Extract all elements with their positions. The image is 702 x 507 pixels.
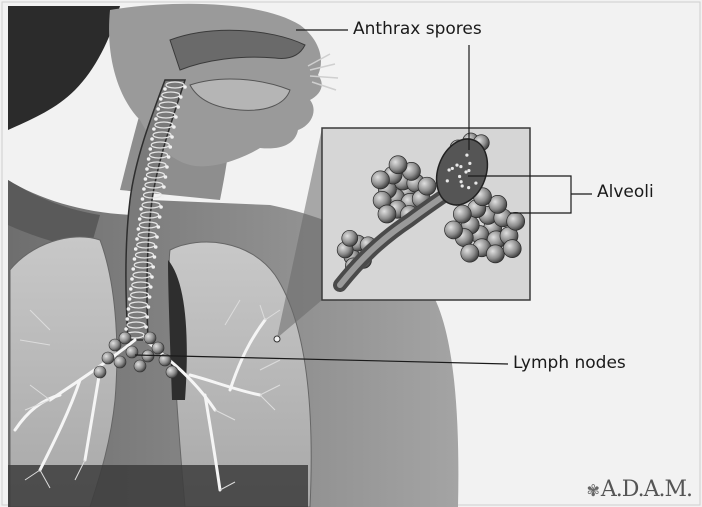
spore-dot bbox=[144, 177, 148, 181]
lymph-node bbox=[94, 366, 106, 378]
spore-dot bbox=[154, 245, 158, 249]
spore-dot bbox=[155, 235, 159, 239]
alveolus bbox=[503, 240, 521, 258]
spore-dot bbox=[145, 167, 149, 171]
spore-dot bbox=[467, 169, 470, 172]
spore-dot bbox=[147, 305, 151, 309]
spore-dot bbox=[134, 247, 138, 251]
spore-dot bbox=[168, 145, 172, 149]
spore-dot bbox=[154, 117, 158, 121]
alveolus bbox=[371, 171, 389, 189]
spore-dot bbox=[170, 135, 174, 139]
spore-dot bbox=[172, 125, 176, 129]
spore-dot bbox=[130, 277, 134, 281]
spore-dot bbox=[148, 147, 152, 151]
spore-dot bbox=[183, 85, 187, 89]
spore-dot bbox=[458, 175, 461, 178]
lymph-node bbox=[102, 352, 114, 364]
lymph-node bbox=[114, 356, 126, 368]
anthrax-spores-label: Anthrax spores bbox=[353, 21, 482, 38]
logo-text: A.D.A.M. bbox=[601, 477, 692, 502]
spore-dot bbox=[165, 165, 169, 169]
alveoli-label: Alveoli bbox=[597, 184, 654, 201]
spore-dot bbox=[179, 95, 183, 99]
spore-dot bbox=[459, 180, 462, 183]
spore-dot bbox=[149, 285, 153, 289]
adam-logo: ✾A.D.A.M. bbox=[586, 479, 692, 501]
alveolus bbox=[389, 156, 407, 174]
spore-dot bbox=[150, 137, 154, 141]
lymph-node bbox=[126, 346, 138, 358]
alveolus bbox=[461, 244, 479, 262]
lymph-node bbox=[166, 366, 178, 378]
spore-dot bbox=[174, 115, 178, 119]
spore-dot bbox=[161, 195, 165, 199]
spore-dot bbox=[151, 265, 155, 269]
spore-dot bbox=[128, 297, 132, 301]
spore-dot bbox=[162, 185, 166, 189]
spore-dot bbox=[147, 157, 151, 161]
lymph-node bbox=[134, 360, 146, 372]
lymph-node bbox=[152, 342, 164, 354]
spore-dot bbox=[156, 107, 160, 111]
lymph-node bbox=[144, 332, 156, 344]
spore-dot bbox=[141, 197, 145, 201]
spore-dot bbox=[468, 162, 471, 165]
spore-dot bbox=[464, 170, 467, 173]
spore-dot bbox=[461, 184, 464, 187]
spore-dot bbox=[124, 327, 128, 331]
alveolus bbox=[342, 230, 358, 246]
spore-dot bbox=[159, 97, 163, 101]
alveolus bbox=[418, 177, 436, 195]
spore-dot bbox=[465, 154, 468, 157]
spore-dot bbox=[459, 165, 462, 168]
spore-dot bbox=[167, 155, 171, 159]
spore-dot bbox=[129, 287, 133, 291]
spore-dot bbox=[164, 175, 168, 179]
lymph-nodes-label: Lymph nodes bbox=[513, 355, 626, 372]
alveolus bbox=[378, 205, 396, 223]
flower-icon: ✾ bbox=[586, 481, 598, 500]
lymph-node bbox=[109, 339, 121, 351]
spore-dot bbox=[139, 207, 143, 211]
spore-dot bbox=[467, 186, 470, 189]
spore-dot bbox=[138, 217, 142, 221]
spore-dot bbox=[131, 267, 135, 271]
spore-dot bbox=[159, 205, 163, 209]
spore-dot bbox=[152, 127, 156, 131]
spore-dot bbox=[153, 255, 157, 259]
spore-dot bbox=[474, 181, 477, 184]
spore-dot bbox=[125, 317, 129, 321]
spore-dot bbox=[144, 325, 148, 329]
spore-dot bbox=[157, 225, 161, 229]
alveolus bbox=[507, 212, 525, 230]
spore-dot bbox=[137, 227, 141, 231]
spore-dot bbox=[133, 257, 137, 261]
spore-dot bbox=[135, 237, 139, 241]
alveolus bbox=[453, 205, 471, 223]
spore-dot bbox=[451, 167, 454, 170]
spore-dot bbox=[145, 315, 149, 319]
inset-pointer-dot bbox=[274, 336, 280, 342]
spore-dot bbox=[158, 215, 162, 219]
spore-dot bbox=[446, 179, 449, 182]
spore-dot bbox=[176, 105, 180, 109]
spore-dot bbox=[142, 187, 146, 191]
spore-dot bbox=[150, 275, 154, 279]
spore-dot bbox=[127, 307, 131, 311]
alveolus bbox=[445, 221, 463, 239]
spore-dot bbox=[455, 164, 458, 167]
alveolus bbox=[486, 245, 504, 263]
lymph-node bbox=[119, 332, 131, 344]
spore-dot bbox=[148, 295, 152, 299]
abdomen-shadow bbox=[8, 465, 308, 507]
spore-dot bbox=[447, 168, 450, 171]
spore-dot bbox=[163, 87, 167, 91]
